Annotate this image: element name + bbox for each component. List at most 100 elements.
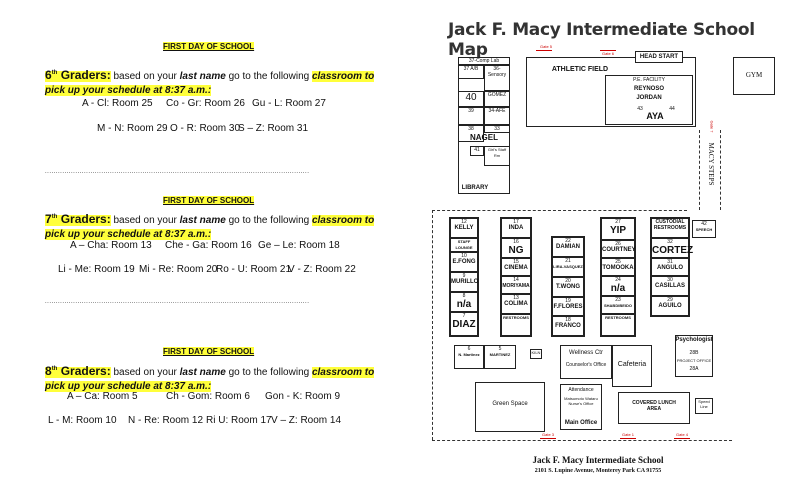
footer-address: 2101 S. Lupine Avenue, Monterey Park CA … — [534, 468, 662, 474]
gate-label: Gate 5 — [540, 44, 553, 49]
room-assignment: V – Z: Room 14 — [271, 415, 342, 426]
section-title: FIRST DAY OF SCHOOL — [163, 42, 255, 51]
campus-boundary — [432, 210, 687, 211]
psychologist-building — [675, 335, 713, 377]
room-assignment: Ch - Gom: Room 6 — [166, 391, 250, 402]
restrooms: RESTROOMS — [601, 314, 635, 336]
attendance: Attendance — [568, 387, 594, 393]
covered-lunch-label: COVERED LUNCH AREA — [632, 400, 676, 412]
room-gomez: GOMEZ — [484, 91, 510, 107]
gate-label: Gate 7 — [709, 120, 715, 133]
room-assignment: O - R: Room 30 — [170, 123, 241, 134]
custodial-restrooms: CUSTODIAL RESTROOMS — [651, 218, 689, 238]
staff-lounge: STAFF LOUNGE — [450, 238, 478, 252]
kiln: KILN — [530, 349, 542, 359]
grade-7-intro: 7th Graders: based on your last name go … — [45, 212, 375, 240]
room-assignment: Co - Gr: Room 26 — [166, 98, 245, 109]
room-assignment: Ge – Le: Room 18 — [258, 240, 340, 251]
room-assignment: A – Ca: Room 5 — [67, 391, 138, 402]
psychologist: Psychologist — [675, 337, 713, 343]
room-assignment: Ro - U: Room 21 — [216, 264, 292, 275]
room-assignment: Mi - Re: Room 20 — [139, 264, 218, 275]
room-28b: 28B — [689, 350, 699, 356]
gym-building — [733, 57, 775, 95]
room-assignment: Che - Ga: Room 16 — [165, 240, 252, 251]
room-41: 41 — [470, 146, 484, 156]
room-43: 43 — [637, 106, 643, 112]
room-assignment: S – Z: Room 31 — [238, 123, 309, 134]
grade-8-intro: 8th Graders: based on your last name go … — [45, 364, 375, 392]
campus-boundary — [432, 440, 732, 441]
room-nagel: NAGEL — [470, 133, 498, 142]
room-37ab: 37 A/B — [458, 65, 484, 79]
main-office-building — [560, 384, 602, 430]
counselors-office: Counselor's Office — [565, 362, 607, 368]
room-assignment: A - Cl: Room 25 — [82, 98, 153, 109]
room-jordan: JORDAN — [636, 95, 662, 101]
pe-facility-label: P.E. FACILITY — [633, 77, 665, 83]
wellness-center: Wellness Ctr — [569, 350, 603, 356]
campus-boundary — [432, 210, 433, 440]
nurses-office: Matsumoto Wataru Nurse's Office — [564, 396, 598, 406]
gate-label: Gate 1 — [622, 432, 635, 437]
map-title: Jack F. Macy Intermediate School Map — [448, 20, 755, 60]
main-office: Main Office — [564, 420, 598, 426]
room-aya: AYA — [646, 111, 664, 121]
footer-school-name: Jack F. Macy Intermediate School — [532, 455, 664, 465]
section-title: FIRST DAY OF SCHOOL — [163, 196, 255, 205]
grade-6-intro: 6th Graders: based on your last name go … — [45, 68, 375, 96]
gate-marker — [674, 438, 690, 439]
macy-steps-edge — [699, 130, 700, 210]
room-assignment: Ri U: Room 17 — [206, 415, 272, 426]
room-34-afe: 34-AFE — [484, 107, 510, 125]
section-title: FIRST DAY OF SCHOOL — [163, 347, 255, 356]
room-39: 39 — [458, 107, 484, 125]
library-label: LIBRARY — [461, 185, 489, 191]
room-37-comp-lab: 37-Comp Lab — [458, 57, 510, 65]
room-assignment: Li - Me: Room 19 — [58, 264, 135, 275]
gate-label: Gate 4 — [676, 432, 689, 437]
athletic-field-label: ATHLETIC FIELD — [551, 66, 609, 73]
green-space-label: Green Space — [492, 401, 528, 407]
speed-line: Speed Line — [695, 398, 713, 414]
gate-marker — [540, 438, 556, 439]
gate-marker — [620, 438, 636, 439]
covered-lunch-area — [618, 392, 690, 424]
room-reynoso: REYNOSO — [633, 86, 664, 92]
gate-marker — [600, 50, 616, 51]
macy-steps-label: MACY STEPS — [707, 142, 715, 186]
green-space — [475, 382, 545, 432]
room-40: 40 — [458, 91, 484, 107]
dotted-divider: ........................................… — [45, 169, 310, 175]
wellness-building — [560, 345, 612, 379]
head-start: HEAD START — [635, 51, 683, 63]
room-assignment: Gu - L: Room 27 — [252, 98, 326, 109]
room-assignment: Gon - K: Room 9 — [265, 391, 341, 402]
